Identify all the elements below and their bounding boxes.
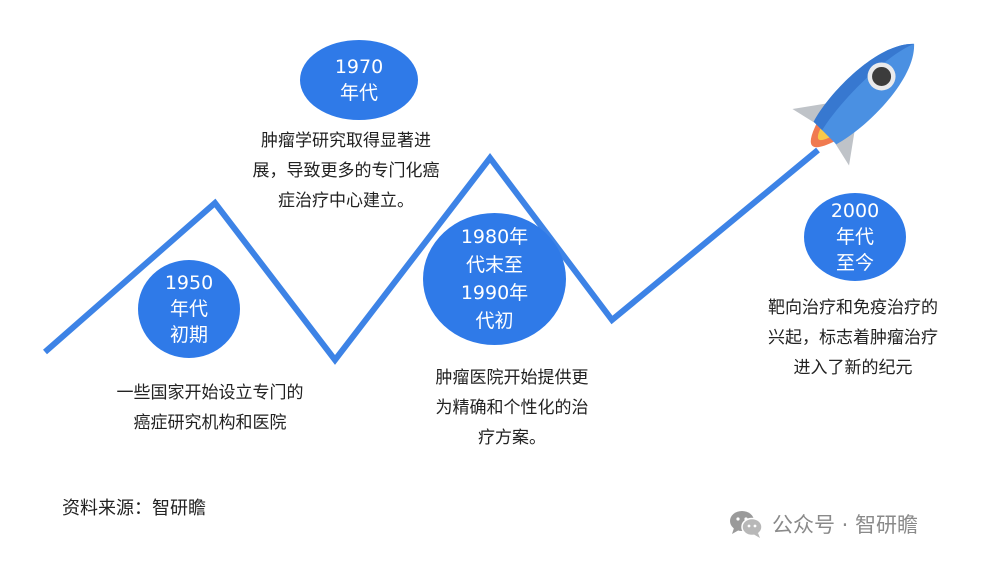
watermark-text: 公众号 · 智研瞻 (772, 513, 919, 537)
stage-1970-desc-line-2: 展，导致更多的专门化癌 (252, 161, 440, 181)
stage-1980-line-3: 1990年 (460, 282, 529, 304)
rocket-icon (792, 43, 915, 166)
stage-1950-description: 一些国家开始设立专门的 癌症研究机构和医院 (90, 378, 330, 438)
stage-1980-bubble: 1980年 代末至 1990年 代初 (423, 213, 566, 345)
stage-1980-line-4: 代初 (475, 310, 514, 332)
stage-2000-desc-line-1: 靶向治疗和免疫治疗的 (768, 298, 938, 318)
stage-2000-line-1: 2000 (830, 200, 880, 222)
stage-2000-line-3: 至今 (835, 252, 874, 274)
stage-2000-description: 靶向治疗和免疫治疗的 兴起，标志着肿瘤治疗 进入了新的纪元 (738, 293, 968, 383)
stage-1970-line-1: 1970 (334, 56, 384, 78)
stage-1950-desc-line-1: 一些国家开始设立专门的 (116, 383, 304, 403)
stage-1970-bubble: 1970 年代 (300, 40, 418, 120)
stage-1950-line-3: 初期 (169, 324, 208, 346)
source-note: 资料来源：智研瞻 (62, 498, 206, 519)
stage-1950-desc-line-2: 癌症研究机构和医院 (133, 413, 287, 433)
stage-1970-line-2: 年代 (339, 82, 378, 104)
stage-1970-desc-line-3: 症治疗中心建立。 (278, 191, 414, 211)
stage-2000-line-2: 年代 (835, 226, 874, 248)
stage-1980-line-1: 1980年 (460, 226, 529, 248)
stage-1980-description: 肿瘤医院开始提供更 为精确和个性化的治 疗方案。 (412, 363, 612, 453)
stage-1950-line-2: 年代 (169, 298, 208, 320)
stage-1980-line-2: 代末至 (465, 254, 523, 276)
wechat-icon (730, 511, 763, 538)
stage-1980-desc-line-2: 为精确和个性化的治 (435, 398, 589, 418)
stage-1980-desc-line-1: 肿瘤医院开始提供更 (435, 368, 589, 388)
stage-1950-bubble: 1950 年代 初期 (138, 260, 240, 358)
watermark: 公众号 · 智研瞻 (728, 506, 918, 542)
stage-2000-desc-line-3: 进入了新的纪元 (793, 358, 913, 378)
stage-1950-line-1: 1950 (164, 272, 214, 294)
stage-1970-desc-line-1: 肿瘤学研究取得显著进 (261, 131, 431, 151)
stage-2000-bubble: 2000 年代 至今 (804, 193, 906, 281)
stage-2000-desc-line-2: 兴起，标志着肿瘤治疗 (768, 328, 938, 348)
stage-1980-desc-line-3: 疗方案。 (478, 428, 546, 448)
stage-1970-description: 肿瘤学研究取得显著进 展，导致更多的专门化癌 症治疗中心建立。 (230, 126, 462, 216)
